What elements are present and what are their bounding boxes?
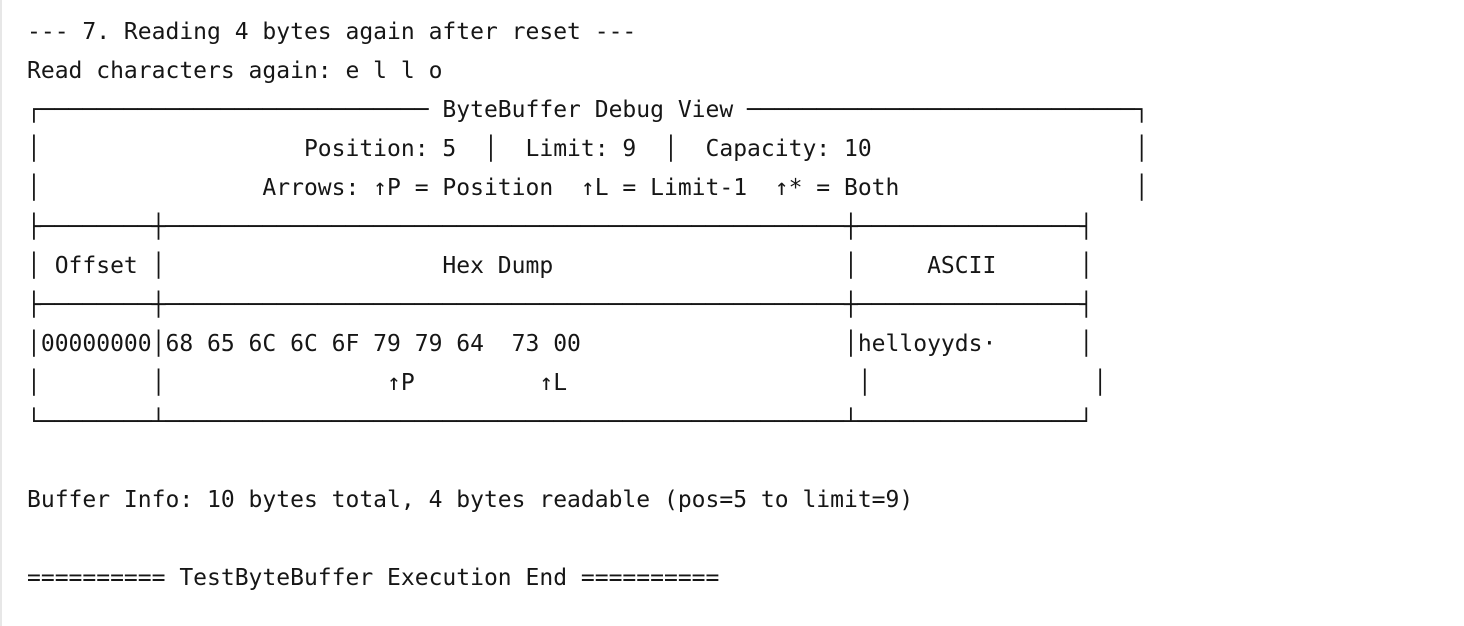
debugview-arrows-legend: │ Arrows: ↑P = Position ↑L = Limit-1 ↑* … [27,175,1149,201]
table-header-row: │ Offset │ Hex Dump │ ASCII │ [27,253,1094,279]
line-section-header: --- 7. Reading 4 bytes again after reset… [27,19,637,45]
table-top-border: ├────────┼──────────────────────────────… [27,214,1094,240]
bytebuffer-debug-view: ┌──────────────────────────── ByteBuffer… [27,91,1464,442]
blank-line [27,442,1464,481]
table-data-row: │00000000│68 65 6C 6C 6F 79 79 64 73 00 … [27,331,1094,357]
table-arrow-marker-row: │ │ ↑P ↑L │ │ [27,370,1108,396]
debugview-top-border-title: ┌──────────────────────────── ByteBuffer… [27,97,1149,123]
table-header-separator: ├────────┼──────────────────────────────… [27,292,1094,318]
line-execution-end: ========== TestByteBuffer Execution End … [27,565,720,591]
line-read-characters: Read characters again: e l l o [27,58,443,84]
debugview-status-line: │ Position: 5 │ Limit: 9 │ Capacity: 10 … [27,136,1149,162]
line-buffer-info: Buffer Info: 10 bytes total, 4 bytes rea… [27,487,914,513]
blank-line [27,520,1464,559]
table-bottom-border: └────────┴──────────────────────────────… [27,409,1094,435]
